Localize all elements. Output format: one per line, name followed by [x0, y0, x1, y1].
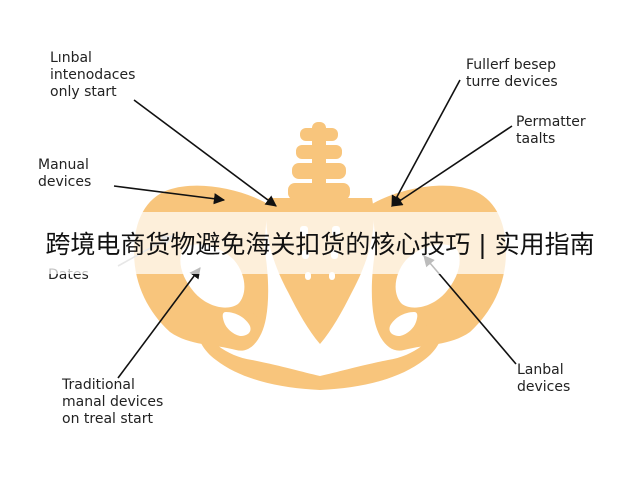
title-banner: 跨境电商货物避免海关扣货的核心技巧 | 实用指南 [0, 212, 640, 274]
arrow-top-right [391, 79, 461, 207]
pointer-arrows [113, 79, 517, 379]
left-obturator-hole [222, 312, 251, 336]
arrow-bottom-right [423, 255, 517, 365]
spine-process [312, 122, 326, 206]
pubic-arch [195, 318, 445, 390]
label-mid-left: Manual devices [38, 157, 92, 190]
label-top-left: Lınbal intenodaces only start [50, 50, 136, 100]
label-mid-right: Permatter taalts [516, 114, 586, 147]
arrow-top-left [133, 99, 277, 207]
banner-title: 跨境电商货物避免海关扣货的核心技巧 | 实用指南 [45, 230, 595, 259]
sacral-foramen [305, 272, 311, 280]
right-obturator-hole [389, 312, 418, 336]
sacral-foramen [329, 272, 335, 280]
label-bottom-left: Traditional manal devices on treal start [62, 377, 164, 427]
arrow-mid-right [391, 125, 513, 207]
arrow-mid-left [113, 185, 226, 205]
label-top-right: Fullerf besep turre devices [466, 57, 558, 90]
arrow-bottom-left [117, 267, 201, 379]
label-bottom-right: Lanbal devices [517, 362, 571, 395]
